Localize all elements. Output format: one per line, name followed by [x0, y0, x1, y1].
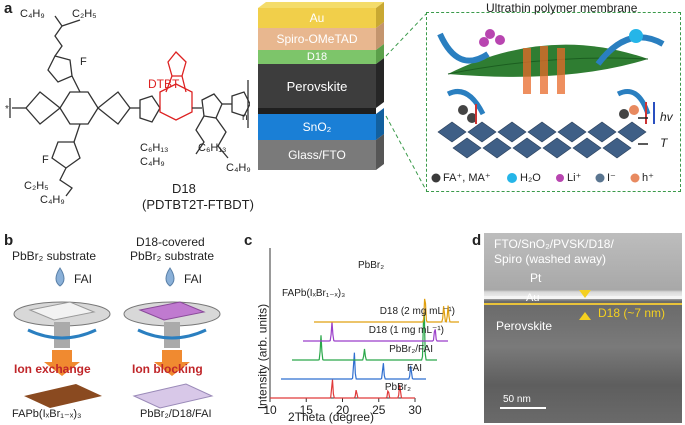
series-label: FAI — [407, 363, 422, 374]
tem-au-band — [484, 296, 682, 299]
series-line — [303, 321, 448, 342]
series-label: D18 (1 mg mL⁻¹) — [369, 325, 444, 336]
d-title-2: Spiro (washed away) — [494, 252, 607, 266]
membrane-legend-markers — [431, 173, 640, 183]
chart-ylabel: Intensity (arb. units) — [255, 303, 270, 410]
series-line — [281, 352, 426, 380]
legend-h2o: H₂O — [520, 172, 541, 184]
d-au: Au — [526, 292, 540, 304]
layer-glass-fto: Glass/FTO — [288, 148, 346, 162]
substituent-c6h13-a: C₆H₁₃ — [140, 142, 169, 154]
device-stack-3d — [258, 2, 384, 170]
series-line — [292, 313, 437, 361]
d-pt: Pt — [530, 271, 542, 285]
legend-i: I⁻ — [607, 172, 616, 184]
substituent-c2h5-bottom: C₂H₅ — [24, 180, 49, 192]
layer-perovskite: Perovskite — [286, 78, 348, 94]
panel-b-illustration — [13, 267, 221, 409]
label-hv: hv — [660, 110, 673, 124]
polymer-name: D18 — [172, 181, 196, 196]
svg-text:*: * — [5, 104, 9, 115]
membrane-illustration — [437, 29, 665, 159]
annotation-fapb: FAPb(IₓBr₁₋ₓ)₃ — [282, 288, 345, 299]
b-right-title-2: PbBr₂ substrate — [130, 249, 215, 263]
x-tick-label: 10 — [263, 403, 277, 417]
legend-fa-ma: FA⁺, MA⁺ — [443, 172, 491, 184]
substituent-f-top: F — [80, 56, 87, 68]
label-T: T — [660, 136, 668, 150]
b-left-product: FAPb(IₓBr₁₋ₓ)₃ — [12, 408, 82, 420]
panel-label-a: a — [4, 0, 13, 17]
annotation-pbbr2: PbBr₂ — [358, 260, 384, 271]
b-right-title-1: D18-covered — [136, 235, 205, 249]
legend-h: h⁺ — [642, 172, 654, 184]
d18-thickness-arrows — [579, 290, 591, 320]
substituent-c4h9-bottom: C₄H₉ — [40, 194, 65, 206]
series-label: PbBr₂ — [385, 382, 411, 393]
scale-bar — [500, 407, 546, 409]
d-d18-thickness: D18 (~7 nm) — [598, 306, 666, 320]
substituent-f-bottom: F — [42, 154, 49, 166]
substituent-c2h5-top: C₂H₅ — [72, 8, 97, 20]
layer-au: Au — [309, 11, 325, 25]
layer-sno2: SnO₂ — [302, 120, 332, 134]
b-left-title: PbBr₂ substrate — [12, 249, 97, 263]
membrane-box — [426, 12, 681, 192]
membrane-title: Ultrathin polymer membrane — [486, 1, 638, 15]
substituent-c4h9-right: C₄H₉ — [226, 162, 251, 174]
d-scale-label: 50 nm — [503, 394, 531, 405]
b-right-product: PbBr₂/D18/FAI — [140, 408, 212, 420]
x-tick-label: 15 — [300, 403, 314, 417]
chart-xlabel: 2Theta (degree) — [288, 410, 375, 424]
legend-li: Li⁺ — [567, 172, 582, 184]
layer-spiro: Spiro-OMeTAD — [276, 32, 358, 46]
layer-d18: D18 — [306, 51, 328, 63]
tem-d18-band — [484, 303, 682, 305]
tem-image — [484, 233, 682, 423]
polymer-full-name: (PDTBT2T-FTBDT) — [142, 197, 254, 212]
xrd-chart: 10 15 20 25 30 PbBr₂ FAI PbBr₂/FAI D18 (1 mg mL⁻… — [263, 248, 459, 417]
panel-label-d: d — [472, 232, 482, 249]
substituent-c4h9-top: C₄H₉ — [20, 8, 45, 20]
series-line — [270, 379, 415, 399]
zoom-connector — [385, 13, 427, 191]
b-left-process: Ion exchange — [14, 362, 91, 376]
chain-end-n: n — [242, 112, 248, 123]
series-line — [314, 298, 459, 323]
b-right-process: Ion blocking — [132, 362, 203, 376]
series-label: PbBr₂/FAI — [389, 344, 433, 355]
series-label: D18 (2 mg mL⁻¹) — [380, 306, 455, 317]
x-tick-label: 20 — [336, 403, 350, 417]
panel-label-b: b — [4, 232, 14, 249]
x-tick-label: 30 — [408, 403, 422, 417]
panel-label-c: c — [244, 232, 253, 249]
substituent-c6h13-b: C₆H₁₃ — [198, 142, 227, 154]
d18-chemical-structure: * — [5, 15, 250, 197]
d-perovskite: Perovskite — [496, 319, 553, 333]
substituent-c4h9-mid: C₄H₉ — [140, 156, 165, 168]
b-fai-left: FAI — [74, 272, 93, 286]
d-title-1: FTO/SnO₂/PVSK/D18/ — [494, 237, 614, 251]
b-fai-right: FAI — [184, 272, 203, 286]
x-tick-label: 25 — [372, 403, 386, 417]
dtbt-label: DTBT — [148, 77, 180, 91]
